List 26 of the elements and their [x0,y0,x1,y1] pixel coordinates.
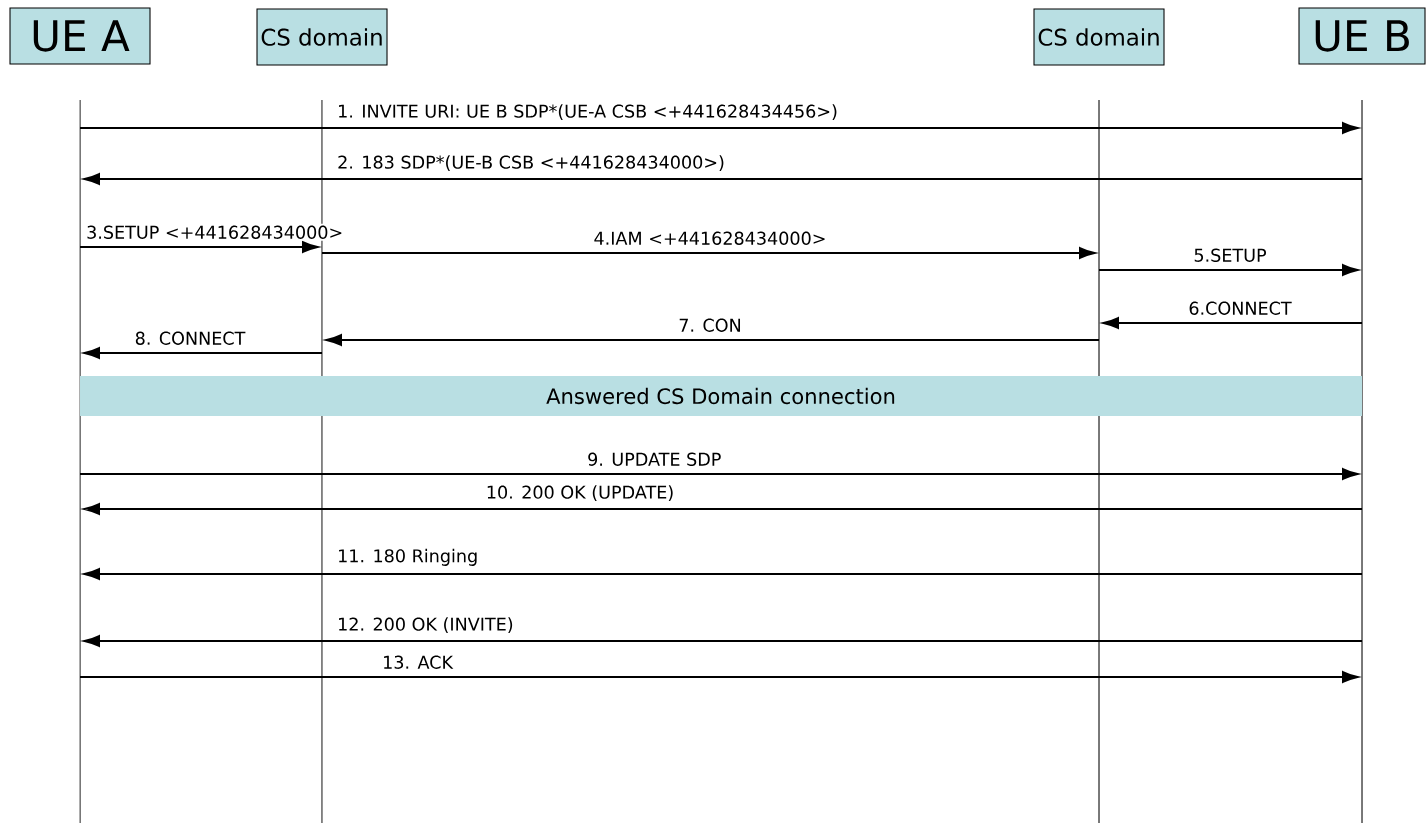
message-label: 10. 200 OK (UPDATE) [484,483,676,503]
participant-box: UE A [9,7,151,65]
message-arrow [83,568,1363,580]
participant-box: UE B [1298,7,1426,65]
message-arrow [83,503,1363,515]
message-label: 12. 200 OK (INVITE) [335,615,516,635]
message-arrow [325,334,1100,346]
message-label: 2. 183 SDP*(UE-B CSB <+441628434000>) [335,153,727,173]
participant-box: CS domain [256,8,388,66]
message-arrow [83,347,323,359]
participant-box: CS domain [1033,8,1165,66]
message-label: 11. 180 Ringing [335,547,480,568]
lifeline [1361,99,1363,823]
message-arrow [321,247,1096,259]
message-arrow [79,671,1359,683]
message-arrow [79,241,319,253]
message-arrow [1102,317,1363,329]
lifeline [79,99,81,823]
message-arrow [83,635,1363,647]
message-arrow [1098,264,1359,276]
state-band: Answered CS Domain connection [80,376,1362,416]
lifeline [1098,99,1100,823]
message-label: 1. INVITE URI: UE B SDP*(UE-A CSB <+441628434456>) [335,102,840,122]
message-arrow [79,122,1359,134]
message-arrow [79,468,1359,480]
message-arrow [83,173,1363,185]
